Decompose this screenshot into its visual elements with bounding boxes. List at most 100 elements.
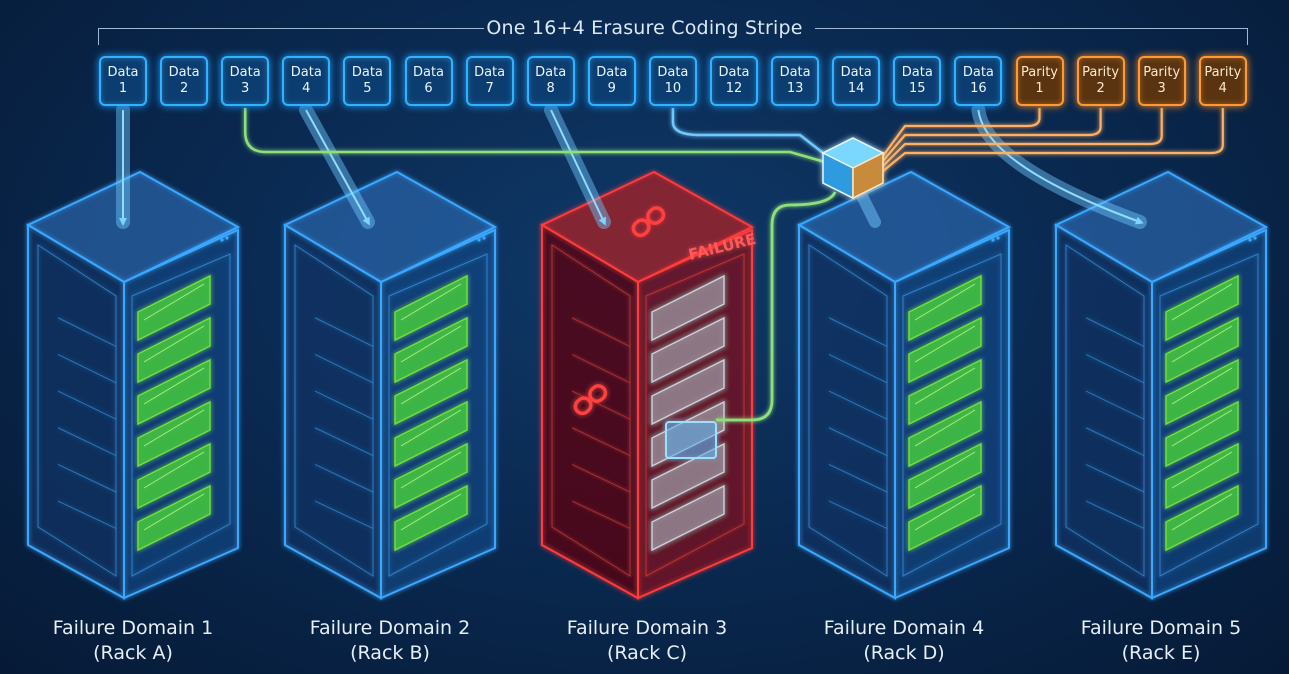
chunk-number: 12 (725, 81, 743, 96)
rack-name: (Rack A) (93, 642, 173, 664)
server-rack (25, 170, 241, 600)
rack-side (798, 223, 896, 600)
chunk-number: 3 (1157, 81, 1166, 96)
rack-shelf (57, 317, 117, 347)
active-drive (394, 358, 468, 426)
stripe-bracket-left (98, 28, 484, 45)
rack-side (541, 223, 639, 600)
rack-side-frame (808, 244, 888, 577)
active-drive (1165, 442, 1239, 510)
chunk-label: Data (351, 65, 383, 80)
failed-drive (651, 358, 725, 426)
active-drive (394, 316, 468, 384)
parity-rebuild-path (876, 108, 1163, 173)
rack-shelf (828, 390, 888, 420)
rack-shelf (314, 317, 374, 347)
rack-shelf (828, 353, 888, 384)
drive-highlight (914, 451, 976, 489)
chunk-number: 13 (786, 81, 804, 96)
rack-shelf (571, 317, 631, 347)
placement-arrow-core (305, 109, 370, 226)
rack-status-led (225, 236, 229, 240)
active-drive (394, 274, 468, 342)
failure-domain-label: Failure Domain 4(Rack D) (794, 616, 1014, 666)
chunk-label: Data (840, 65, 872, 80)
placement-arrow-core (550, 109, 606, 226)
rack-name: (Rack C) (606, 642, 687, 664)
drive-highlight (400, 367, 462, 405)
server-rack (282, 170, 498, 600)
parity-rebuild-path (876, 108, 1102, 169)
rack-shelf (57, 390, 117, 420)
broken-chain-icon (631, 206, 666, 238)
rack-front-frame (1159, 253, 1259, 577)
active-drive (908, 484, 982, 552)
rebuild-output-path (716, 191, 837, 422)
active-drive (908, 400, 982, 468)
rack-front-frame (131, 253, 231, 577)
rack-shelf (57, 500, 117, 529)
rack-side-frame (294, 244, 374, 577)
drive-highlight (1171, 451, 1233, 489)
drive-highlight (400, 493, 462, 531)
chunk-label: Data (474, 65, 506, 80)
rebuild-source-path (243, 108, 826, 164)
failure-domain-label: Failure Domain 3(Rack C) (537, 616, 757, 666)
chunk-label: Parity (1021, 65, 1058, 80)
rack-status-led (1248, 238, 1252, 242)
rack-side (284, 223, 382, 600)
rack-shelf (571, 353, 631, 384)
active-drive (137, 400, 211, 468)
drive-highlight (1171, 493, 1233, 531)
active-drive (137, 442, 211, 510)
drive-highlight (1171, 367, 1233, 405)
drive-highlight (143, 325, 205, 363)
rack-side (27, 223, 125, 600)
domain-name: Failure Domain 4 (823, 617, 985, 639)
chunk-label: Data (229, 65, 261, 80)
drive-highlight (914, 367, 976, 405)
chunk-number: 5 (363, 81, 372, 96)
rack-side-frame (37, 244, 117, 577)
rack-name: (Rack E) (1121, 642, 1201, 664)
rack-front-frame (388, 253, 488, 577)
chunk-number: 14 (847, 81, 865, 96)
drive-highlight (400, 451, 462, 489)
chunk-number: 6 (424, 81, 433, 96)
rack-side (1055, 223, 1153, 600)
broken-chain-icon (573, 384, 608, 416)
drive-highlight (914, 493, 976, 531)
rack-shelf (828, 317, 888, 347)
active-drive (394, 400, 468, 468)
rack-status-led (220, 238, 224, 242)
chunk-label: Data (901, 65, 933, 80)
drive-highlight (143, 409, 205, 447)
active-drive (1165, 358, 1239, 426)
parity-rebuild-path (876, 108, 1041, 165)
rack-front-frame (645, 253, 745, 577)
rack-status-led (1253, 236, 1257, 240)
rack-shelf (1085, 500, 1145, 529)
rack-shelf (1085, 427, 1145, 457)
stripe-bracket-right (815, 28, 1248, 45)
drive-highlight (143, 451, 205, 489)
active-drive (908, 358, 982, 426)
drive-highlight (400, 325, 462, 363)
chunk-number: 10 (664, 81, 682, 96)
